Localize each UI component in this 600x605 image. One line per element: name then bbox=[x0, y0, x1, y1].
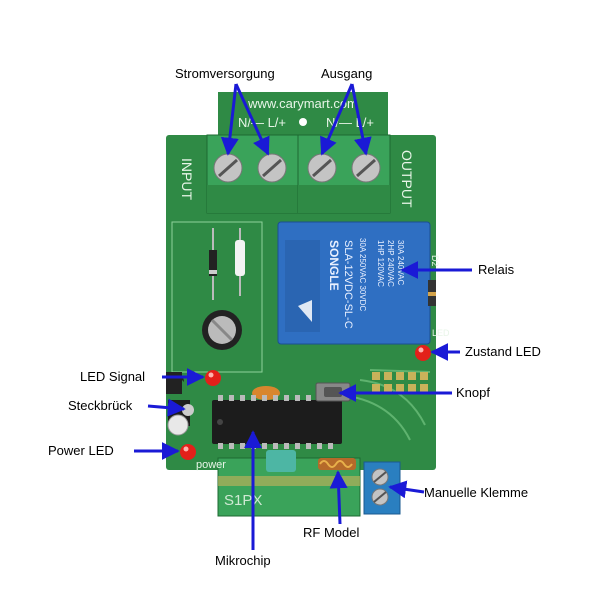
capacitor bbox=[202, 310, 242, 350]
relay-model: SLA-12VDC-SL-C bbox=[342, 240, 354, 329]
arrow-ausgang-1 bbox=[320, 83, 354, 156]
resistor bbox=[235, 228, 245, 296]
arrow-ausgang-2 bbox=[350, 83, 372, 156]
arrow-manuelle-klemme bbox=[388, 480, 425, 499]
output-silk: OUTPUT bbox=[399, 150, 415, 208]
power-silk: power bbox=[196, 459, 226, 471]
label-relais: Relais bbox=[478, 262, 515, 277]
transistor-left bbox=[166, 372, 184, 394]
relay-brand: SONGLE bbox=[327, 240, 341, 291]
label-steckbrueck: Steckbrück bbox=[68, 398, 133, 413]
small-diode bbox=[428, 280, 436, 306]
label-led-signal: LED Signal bbox=[80, 369, 146, 384]
led-silk: LED bbox=[432, 328, 450, 338]
relay: SONGLE SLA-12VDC-SL-C 30A 250VAC 30VDC 1… bbox=[277, 221, 431, 345]
arrow-steckbrueck bbox=[147, 398, 186, 417]
relay-line1: 30A 250VAC 30VDC bbox=[358, 238, 367, 311]
label-knopf: Knopf bbox=[456, 385, 490, 400]
arrow-stromversorgung-2 bbox=[234, 83, 270, 156]
arrow-stromversorgung-1 bbox=[220, 83, 239, 156]
label-zustand-led: Zustand LED bbox=[465, 344, 541, 359]
output-terminal bbox=[297, 134, 391, 214]
signal-led bbox=[205, 370, 221, 386]
pins-left-silk: N/— L/+ bbox=[238, 115, 286, 130]
pin-header bbox=[372, 372, 428, 392]
label-manuelle-klemme: Manuelle Klemme bbox=[424, 485, 529, 500]
label-rf-model: RF Model bbox=[303, 525, 360, 540]
power-led bbox=[180, 444, 196, 460]
board-url: www.carymart.com bbox=[247, 96, 358, 111]
relay-line3: 2HP 240VAC bbox=[386, 240, 395, 287]
label-power-led: Power LED bbox=[48, 443, 114, 458]
module-silk: S1PX bbox=[224, 492, 262, 509]
microchip bbox=[212, 395, 342, 449]
zustand-led bbox=[415, 345, 431, 361]
arrow-rf-model bbox=[329, 470, 348, 525]
relay-line2: 1HP 120VAC bbox=[376, 240, 385, 287]
input-terminal bbox=[206, 134, 300, 214]
label-ausgang: Ausgang bbox=[321, 66, 373, 81]
white-component bbox=[167, 414, 189, 436]
relay-line4: 30A 240VAC bbox=[396, 240, 405, 285]
label-mikrochip: Mikrochip bbox=[215, 553, 271, 568]
annotation-arrows bbox=[134, 83, 472, 550]
input-silk: INPUT bbox=[179, 158, 195, 200]
label-stromversorgung: Stromversorgung bbox=[175, 66, 275, 81]
diode bbox=[209, 228, 217, 300]
rf-module: power S1PX bbox=[196, 450, 361, 517]
d2-silk: D2 bbox=[430, 255, 440, 267]
